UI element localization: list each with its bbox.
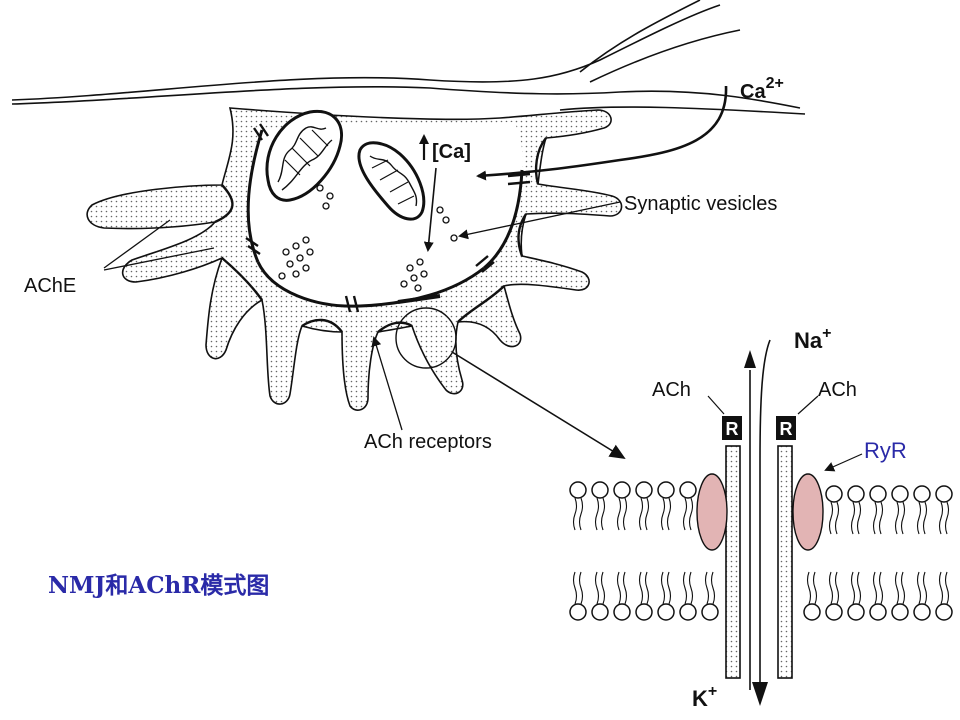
na-ion-label: Na+ bbox=[794, 325, 831, 353]
synaptic-vesicles-label: Synaptic vesicles bbox=[624, 193, 777, 215]
lipid-tail bbox=[572, 571, 578, 605]
active-zone-bar bbox=[397, 294, 441, 304]
zoom-circle bbox=[395, 307, 457, 369]
ryr-ellipse-left bbox=[696, 473, 728, 551]
lipid-tail bbox=[834, 571, 840, 605]
ach-label-right: ACh bbox=[818, 379, 857, 401]
lipid-tail bbox=[850, 501, 856, 535]
receptor-box-right bbox=[776, 416, 796, 440]
na-flux-arrow bbox=[759, 339, 771, 690]
k-ion-label: K+ bbox=[692, 683, 717, 711]
ca-influx-path bbox=[476, 85, 728, 181]
axon-sheath bbox=[11, 0, 806, 115]
lipid-tail bbox=[638, 571, 644, 605]
lipid-tail bbox=[622, 497, 628, 531]
ca-release-arrow bbox=[423, 167, 437, 252]
lipid-tail bbox=[616, 497, 622, 531]
ache-label: AChE bbox=[24, 275, 76, 297]
lipid-tail bbox=[878, 501, 884, 535]
lipid-tail bbox=[922, 501, 928, 535]
lipid-tail bbox=[900, 571, 906, 605]
lipid-tail bbox=[872, 571, 878, 605]
nerve-terminal bbox=[86, 107, 623, 411]
lipid-tail bbox=[850, 571, 856, 605]
lipid-tail bbox=[900, 501, 906, 535]
ca-ion-label: Ca2+ bbox=[740, 75, 784, 103]
lipid-tail bbox=[828, 501, 834, 535]
ach-pointer-right bbox=[797, 395, 819, 415]
lipid-tail bbox=[894, 571, 900, 605]
k-arrow-head bbox=[744, 350, 756, 368]
lipid-tail bbox=[578, 497, 584, 531]
lipid-tail bbox=[644, 571, 650, 605]
lipid-tail bbox=[660, 497, 666, 531]
receptor-box-left bbox=[722, 416, 742, 440]
lipid-tail bbox=[872, 501, 878, 535]
lipid-tail bbox=[938, 571, 944, 605]
lipid-tail bbox=[834, 501, 840, 535]
membrane-channels bbox=[245, 123, 531, 313]
ryr-ellipse-right bbox=[792, 473, 824, 551]
lipid-tail bbox=[828, 571, 834, 605]
zoom-arrow bbox=[451, 351, 626, 460]
receptor-label-right: R bbox=[780, 419, 793, 439]
channel-subunit-left bbox=[725, 445, 741, 679]
ache-pointer-upper bbox=[103, 219, 171, 269]
lipid-tail bbox=[916, 571, 922, 605]
lipid-tail bbox=[594, 497, 600, 531]
ryr-pointer bbox=[824, 453, 863, 472]
lipid-tail bbox=[916, 501, 922, 535]
lipid-tail bbox=[922, 571, 928, 605]
synaptic-vesicles-pointer bbox=[458, 201, 621, 240]
figure-caption: NMJ和AChR模式图 bbox=[48, 572, 270, 599]
lipid-tail bbox=[688, 571, 694, 605]
lipid-tail bbox=[644, 497, 650, 531]
lipid-tail bbox=[600, 571, 606, 605]
lipid-tail bbox=[688, 497, 694, 531]
ache-pointer-lower bbox=[103, 247, 215, 271]
lipid-tail bbox=[682, 497, 688, 531]
lipid-bilayer bbox=[569, 481, 953, 621]
lipid-tail bbox=[856, 501, 862, 535]
lipid-tail bbox=[938, 501, 944, 535]
channel-subunit-right bbox=[777, 445, 793, 679]
lipid-tail bbox=[622, 571, 628, 605]
lipid-tail bbox=[572, 497, 578, 531]
lipid-tail bbox=[878, 571, 884, 605]
lipid-tail bbox=[856, 571, 862, 605]
lipid-tail bbox=[638, 497, 644, 531]
lipid-tail bbox=[894, 501, 900, 535]
lipid-tail bbox=[666, 571, 672, 605]
ach-receptors-pointer bbox=[371, 336, 403, 431]
mitochondrion-right bbox=[357, 141, 426, 221]
ach-label-left: ACh bbox=[652, 379, 691, 401]
na-arrow-head bbox=[752, 682, 768, 706]
ach-receptors-label: ACh receptors bbox=[364, 431, 492, 453]
lipid-tail bbox=[710, 571, 716, 605]
lipid-tail bbox=[600, 497, 606, 531]
lipid-tail bbox=[594, 571, 600, 605]
lipid-tail bbox=[704, 571, 710, 605]
ca-conc-label: [Ca] bbox=[432, 141, 471, 163]
lipid-tail bbox=[812, 571, 818, 605]
lipid-tail bbox=[666, 497, 672, 531]
receptor-label-left: R bbox=[726, 419, 739, 439]
junctional-folds bbox=[214, 137, 547, 333]
ach-pointer-left bbox=[707, 395, 725, 415]
mitochondrion-left bbox=[265, 109, 343, 202]
lipid-tail bbox=[660, 571, 666, 605]
lipid-tail bbox=[944, 501, 950, 535]
lipid-tail bbox=[944, 571, 950, 605]
synaptic-vesicles bbox=[278, 184, 458, 292]
lipid-tail bbox=[616, 571, 622, 605]
lipid-tail bbox=[578, 571, 584, 605]
lipid-tail bbox=[806, 571, 812, 605]
ryr-label: RyR bbox=[864, 438, 907, 463]
lipid-tail bbox=[682, 571, 688, 605]
